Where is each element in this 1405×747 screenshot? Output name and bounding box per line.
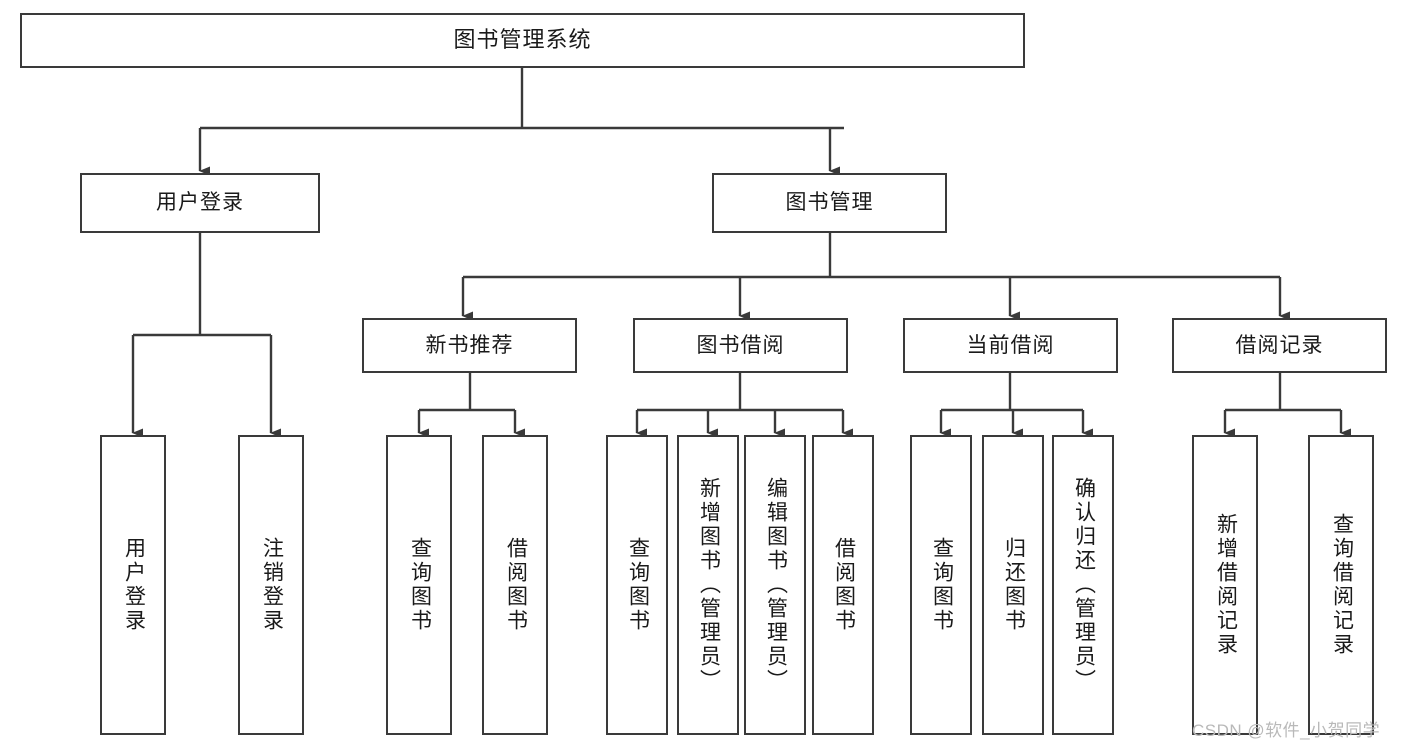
node-leaf-add-record-label: 新增借阅记录: [1214, 513, 1238, 657]
node-borrow-record[interactable]: 借阅记录: [1172, 318, 1387, 373]
node-book-manage[interactable]: 图书管理: [712, 173, 947, 233]
node-book-borrow-label: 图书借阅: [696, 333, 785, 357]
node-leaf-add-book[interactable]: 新增图书（管理员）: [677, 435, 739, 735]
node-book-borrow[interactable]: 图书借阅: [633, 318, 848, 373]
node-leaf-return-book[interactable]: 归还图书: [982, 435, 1044, 735]
node-current-borrow[interactable]: 当前借阅: [903, 318, 1118, 373]
node-leaf-user-login[interactable]: 用户登录: [100, 435, 166, 735]
node-leaf-confirm-return[interactable]: 确认归还（管理员）: [1052, 435, 1114, 735]
node-leaf-borrow-book-1-label: 借阅图书: [504, 537, 528, 633]
node-borrow-record-label: 借阅记录: [1235, 333, 1324, 357]
node-leaf-query-book-1-label: 查询图书: [408, 537, 432, 633]
node-leaf-edit-book[interactable]: 编辑图书（管理员）: [744, 435, 806, 735]
node-leaf-user-logout[interactable]: 注销登录: [238, 435, 304, 735]
node-leaf-user-logout-label: 注销登录: [260, 537, 284, 633]
node-user-login[interactable]: 用户登录: [80, 173, 320, 233]
node-leaf-query-book-3[interactable]: 查询图书: [910, 435, 972, 735]
node-leaf-add-book-label: 新增图书（管理员）: [697, 477, 721, 693]
node-current-borrow-label: 当前借阅: [966, 333, 1055, 357]
node-leaf-return-book-label: 归还图书: [1002, 537, 1026, 633]
node-leaf-query-book-3-label: 查询图书: [930, 537, 954, 633]
node-leaf-borrow-book-2[interactable]: 借阅图书: [812, 435, 874, 735]
node-leaf-add-record[interactable]: 新增借阅记录: [1192, 435, 1258, 735]
node-leaf-user-login-label: 用户登录: [122, 537, 146, 633]
node-book-manage-label: 图书管理: [785, 191, 874, 215]
node-root-label: 图书管理系统: [453, 27, 592, 53]
csdn-watermark: CSDN @软件_小贺同学: [1192, 721, 1381, 740]
node-user-login-label: 用户登录: [156, 191, 244, 215]
node-leaf-confirm-return-label: 确认归还（管理员）: [1072, 477, 1096, 693]
node-leaf-borrow-book-2-label: 借阅图书: [832, 537, 856, 633]
node-leaf-edit-book-label: 编辑图书（管理员）: [764, 477, 788, 693]
node-leaf-query-book-2[interactable]: 查询图书: [606, 435, 668, 735]
node-leaf-borrow-book-1[interactable]: 借阅图书: [482, 435, 548, 735]
node-leaf-query-book-2-label: 查询图书: [626, 537, 650, 633]
node-root[interactable]: 图书管理系统: [20, 13, 1025, 68]
node-leaf-query-record[interactable]: 查询借阅记录: [1308, 435, 1374, 735]
node-new-book-recommend-label: 新书推荐: [425, 333, 514, 357]
node-new-book-recommend[interactable]: 新书推荐: [362, 318, 577, 373]
node-leaf-query-record-label: 查询借阅记录: [1330, 513, 1354, 657]
node-leaf-query-book-1[interactable]: 查询图书: [386, 435, 452, 735]
